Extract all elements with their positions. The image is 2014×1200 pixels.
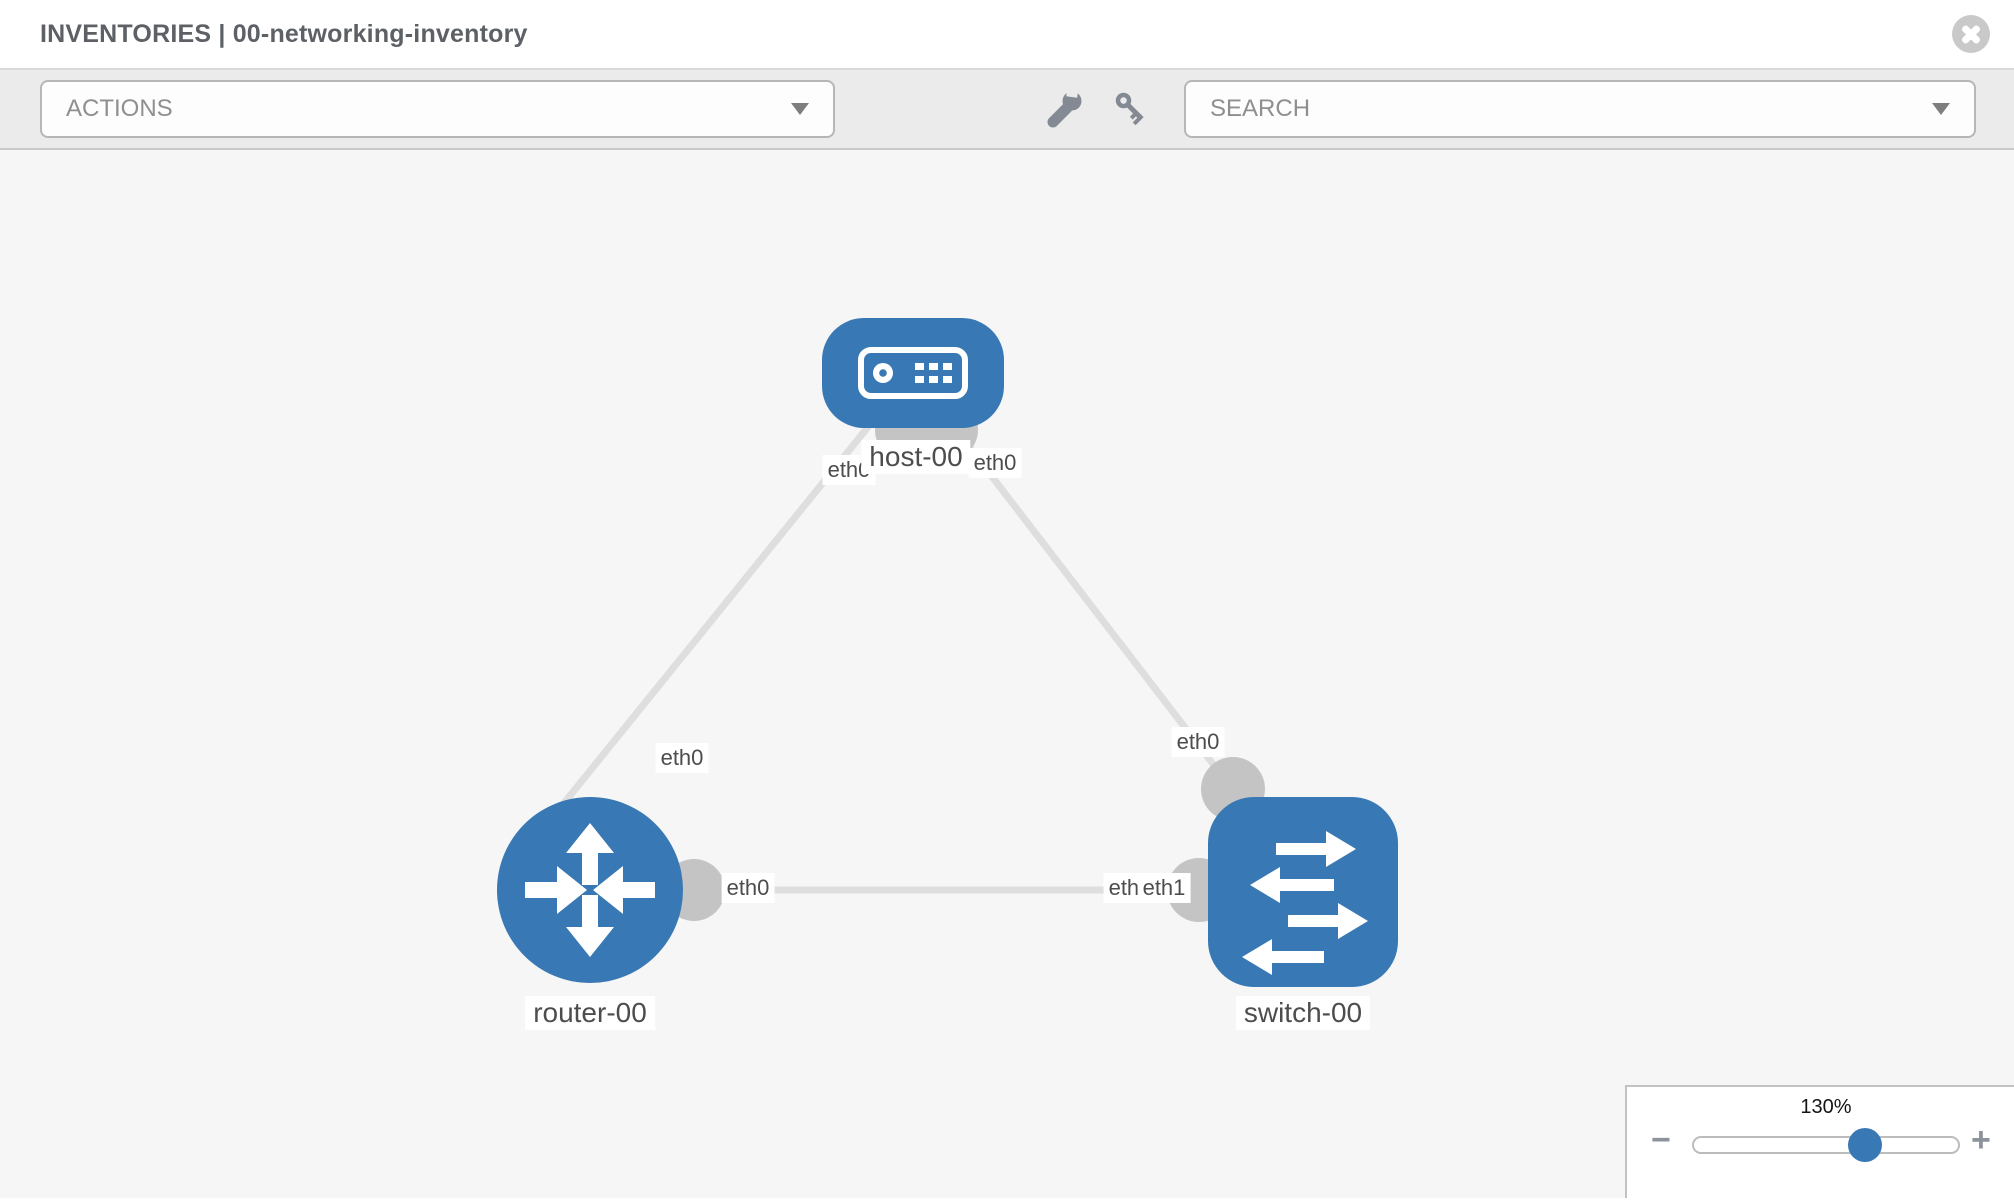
node-switch-00[interactable] bbox=[1208, 797, 1398, 987]
toolbar: ACTIONS SEARCH bbox=[0, 70, 2014, 150]
interface-label: eth0 bbox=[655, 743, 709, 773]
zoom-slider-knob[interactable] bbox=[1848, 1128, 1882, 1162]
interface-label: eth1 bbox=[1137, 873, 1191, 903]
actions-dropdown-label: ACTIONS bbox=[66, 95, 173, 122]
interface-label: eth0 bbox=[968, 448, 1022, 478]
chevron-down-icon bbox=[1932, 103, 1950, 115]
panel-header: INVENTORIES | 00-networking-inventory bbox=[0, 0, 2014, 70]
zoom-slider-track[interactable] bbox=[1692, 1136, 1960, 1154]
key-icon[interactable] bbox=[1112, 89, 1152, 129]
actions-dropdown[interactable]: ACTIONS bbox=[40, 80, 835, 138]
link-host-router[interactable] bbox=[557, 419, 875, 811]
links-layer bbox=[557, 419, 1300, 894]
zoom-out-button[interactable]: − bbox=[1651, 1121, 1671, 1159]
node-label-switch: switch-00 bbox=[1235, 996, 1371, 1030]
chevron-down-icon bbox=[791, 103, 809, 115]
page-title: INVENTORIES | 00-networking-inventory bbox=[40, 19, 528, 48]
router-icon bbox=[525, 823, 655, 957]
host-icon bbox=[858, 347, 968, 399]
node-host-00[interactable] bbox=[822, 318, 1004, 428]
node-label-router: router-00 bbox=[525, 996, 655, 1030]
zoom-percent-value: 130% bbox=[1800, 1096, 1852, 1118]
search-dropdown-label: SEARCH bbox=[1210, 95, 1311, 122]
wrench-icon[interactable] bbox=[1044, 89, 1084, 129]
switch-icon bbox=[1242, 831, 1368, 975]
interface-label: eth0 bbox=[721, 873, 775, 903]
zoom-in-button[interactable]: + bbox=[1971, 1121, 1991, 1159]
close-icon[interactable] bbox=[1952, 15, 1990, 53]
interface-label: eth0 bbox=[1171, 727, 1225, 757]
zoom-control-panel: 130% − + bbox=[1625, 1085, 2014, 1198]
node-label-host: host-00 bbox=[861, 440, 971, 474]
topology-canvas[interactable]: eth0 eth0 eth0 eth0 eth0 eth0 eth1 host-… bbox=[0, 150, 2014, 1198]
search-dropdown[interactable]: SEARCH bbox=[1184, 80, 1976, 138]
node-router-00[interactable] bbox=[497, 797, 683, 983]
